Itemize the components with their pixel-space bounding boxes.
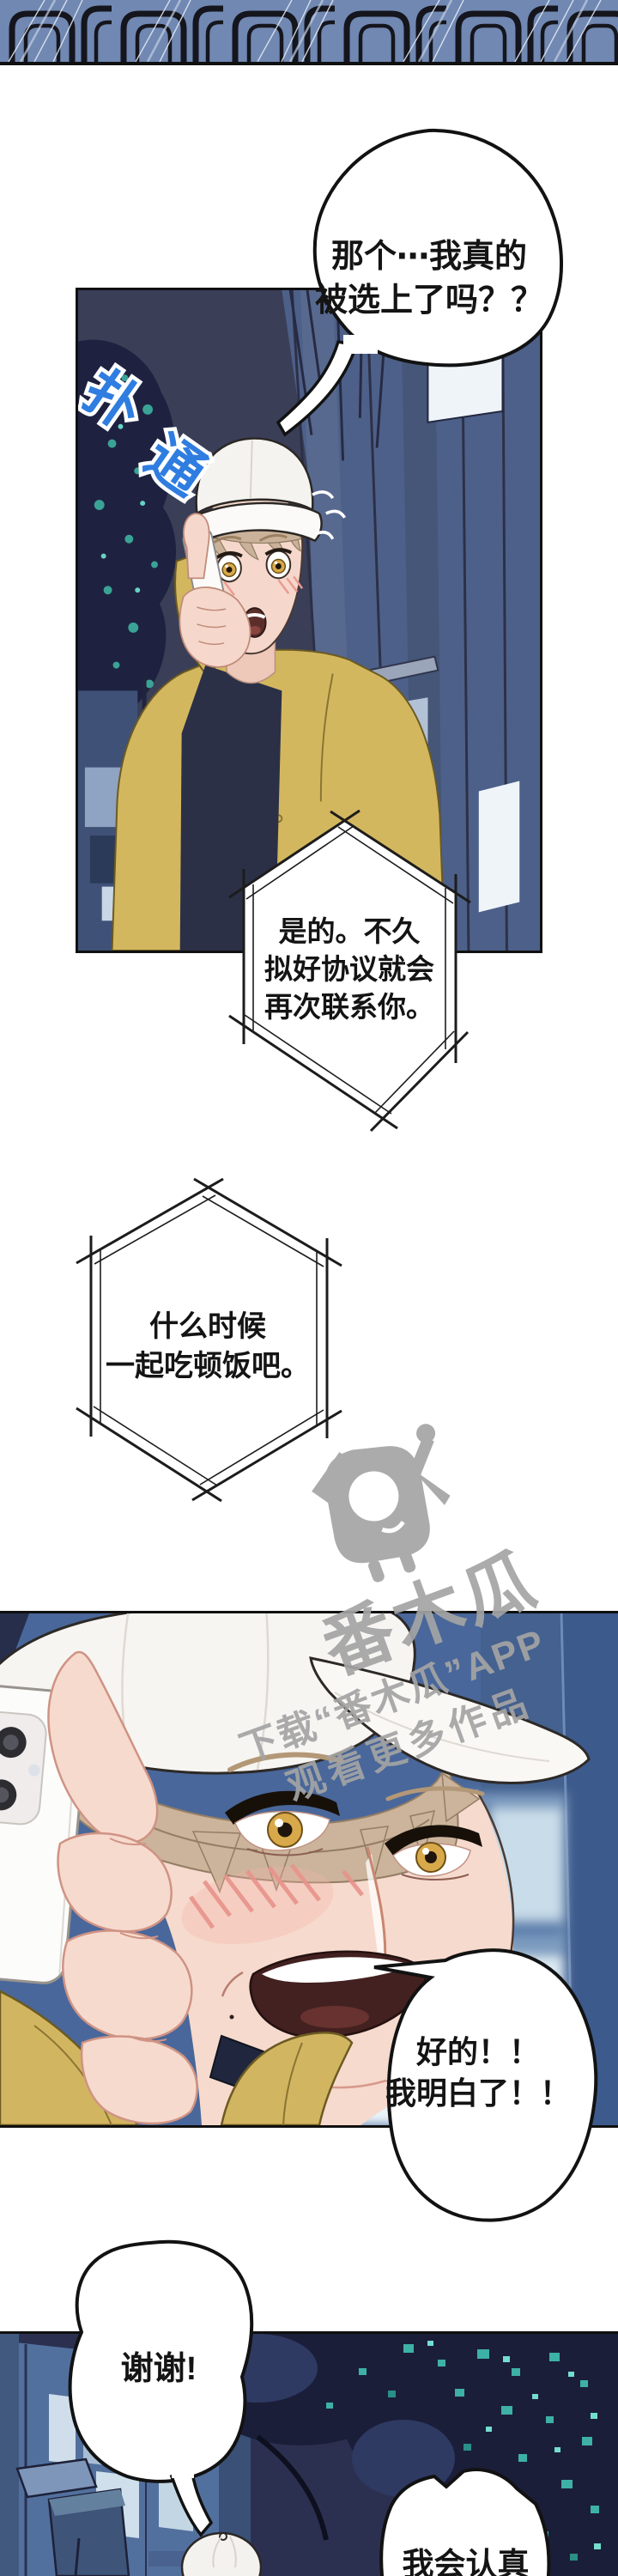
character-man (111, 437, 446, 951)
walking-character-cap (180, 2531, 263, 2576)
eyes (225, 1752, 485, 1880)
lit-window-low (478, 781, 520, 913)
bubble-1-line-2: 被选上了吗？？ (314, 282, 543, 319)
top-decorative-panel (0, 0, 618, 65)
bubble-2-line-3: 再次联系你。 (264, 991, 434, 1024)
bubble-2-line-2: 拟好协议就会 (264, 953, 434, 986)
bubble-3-text: 什么时候 一起吃顿饭吧。 (103, 1308, 312, 1386)
finger (183, 513, 210, 580)
tremble-marks (312, 490, 347, 540)
tee-shirt (179, 665, 282, 951)
bubble-4-text: 好的！！ 我明白了！！ (385, 2032, 572, 2114)
bubble-5-line-1: 谢谢! (120, 2351, 197, 2387)
lit-window (427, 325, 504, 423)
bubble-2-text: 是的。不久 拟好协议就会 再次联系你。 (250, 913, 449, 1027)
bubble-1-line-1: 那个⋯我真的 (330, 239, 527, 275)
eyes (213, 534, 293, 583)
bubble-6-text: 我会认真 (386, 2543, 545, 2576)
white-cap (195, 437, 314, 516)
bubble-5-text: 谢谢! (86, 2348, 232, 2391)
papaya-mascot-icon (312, 1424, 451, 1583)
hand (47, 1650, 198, 2125)
fence-pattern (0, 0, 618, 63)
phone (0, 1684, 89, 1984)
panel-night-street: 扑 通 (76, 288, 542, 953)
blush (181, 1863, 364, 1945)
bubble-4-line-2: 我明白了！！ (385, 2075, 571, 2111)
bubble-1-text: 那个⋯我真的 被选上了吗？？ (305, 235, 554, 323)
jacket-collar-right (220, 2032, 354, 2125)
light-streaks (8, 0, 602, 63)
bubble-2-line-1: 是的。不久 (278, 915, 421, 947)
bubble-3-line-2: 一起吃顿饭吧。 (106, 1349, 310, 1382)
bubble-6-line-1: 我会认真 (402, 2547, 530, 2576)
bubble-4-line-1: 好的！！ (415, 2034, 540, 2069)
bubble-3-line-1: 什么时候 (149, 1310, 266, 1343)
cap-brim (309, 1656, 591, 1784)
tree (78, 339, 177, 732)
